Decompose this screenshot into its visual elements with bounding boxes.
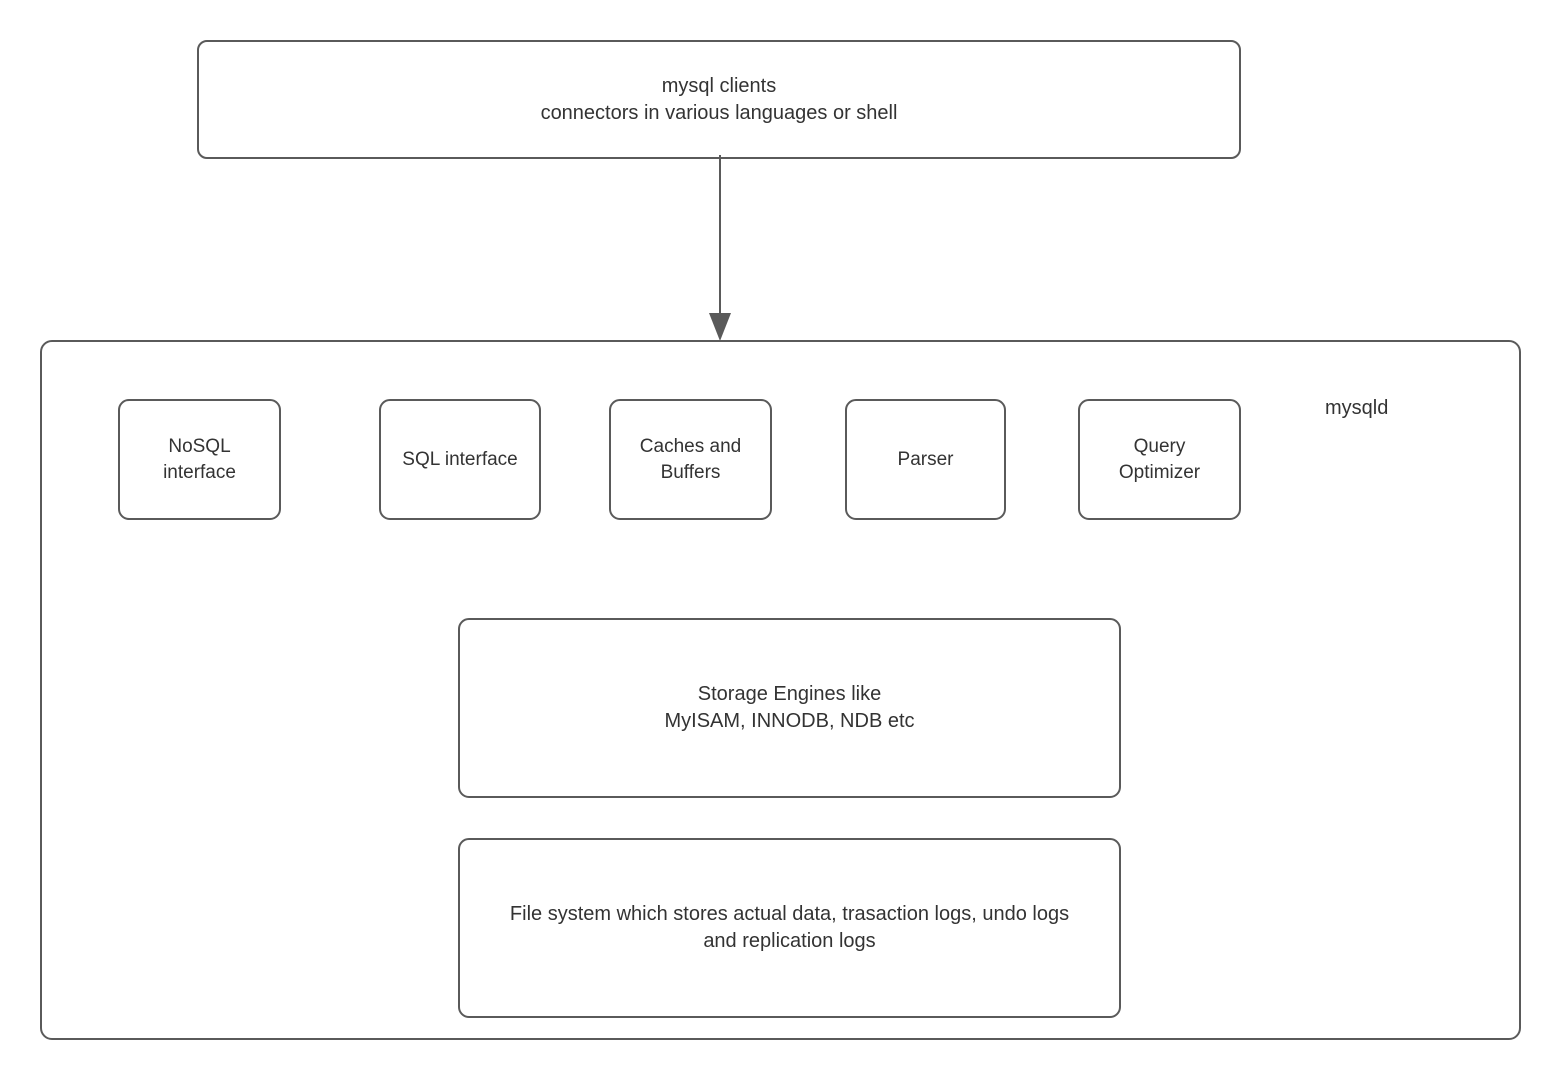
node-parser-line1: Parser (897, 448, 954, 470)
node-caches-and-buffers-label: Caches and Buffers (632, 434, 749, 485)
down-arrow-icon (709, 155, 731, 341)
node-file-system-line1: File system which stores actual data, tr… (509, 903, 1070, 925)
node-nosql-interface[interactable]: NoSQL interface (118, 399, 281, 520)
node-storage-engines-line1: Storage Engines like (697, 683, 882, 705)
node-query-optimizer-line2: Optimizer (1118, 461, 1201, 483)
node-parser-label: Parser (890, 447, 962, 473)
node-sql-interface-label: SQL interface (394, 447, 525, 473)
node-sql-interface-line1: SQL interface (402, 448, 518, 470)
node-file-system[interactable]: File system which stores actual data, tr… (458, 838, 1121, 1018)
node-storage-engines-label: Storage Engines like MyISAM, INNODB, NDB… (656, 681, 922, 735)
node-caches-and-buffers[interactable]: Caches and Buffers (609, 399, 772, 520)
node-storage-engines-line2: MyISAM, INNODB, NDB etc (664, 710, 915, 732)
node-mysql-clients-label: mysql clients connectors in various lang… (533, 73, 906, 127)
node-parser[interactable]: Parser (845, 399, 1006, 520)
node-mysql-clients[interactable]: mysql clients connectors in various lang… (197, 40, 1241, 159)
node-file-system-label: File system which stores actual data, tr… (502, 901, 1077, 955)
node-mysql-clients-line1: mysql clients (661, 74, 777, 97)
node-query-optimizer[interactable]: Query Optimizer (1078, 399, 1241, 520)
node-nosql-interface-line1: NoSQL (168, 435, 231, 457)
node-mysql-clients-line2: connectors in various languages or shell (540, 101, 898, 124)
node-nosql-interface-line2: interface (163, 461, 236, 483)
node-query-optimizer-label: Query Optimizer (1111, 434, 1208, 485)
node-caches-and-buffers-line1: Caches and (639, 435, 742, 457)
node-nosql-interface-label: NoSQL interface (155, 434, 244, 485)
node-query-optimizer-line1: Query (1133, 435, 1186, 457)
node-caches-and-buffers-line2: Buffers (660, 461, 721, 483)
node-storage-engines[interactable]: Storage Engines like MyISAM, INNODB, NDB… (458, 618, 1121, 798)
node-file-system-line2: and replication logs (703, 930, 876, 952)
node-sql-interface[interactable]: SQL interface (379, 399, 541, 520)
mysqld-label: mysqld (1325, 397, 1389, 419)
